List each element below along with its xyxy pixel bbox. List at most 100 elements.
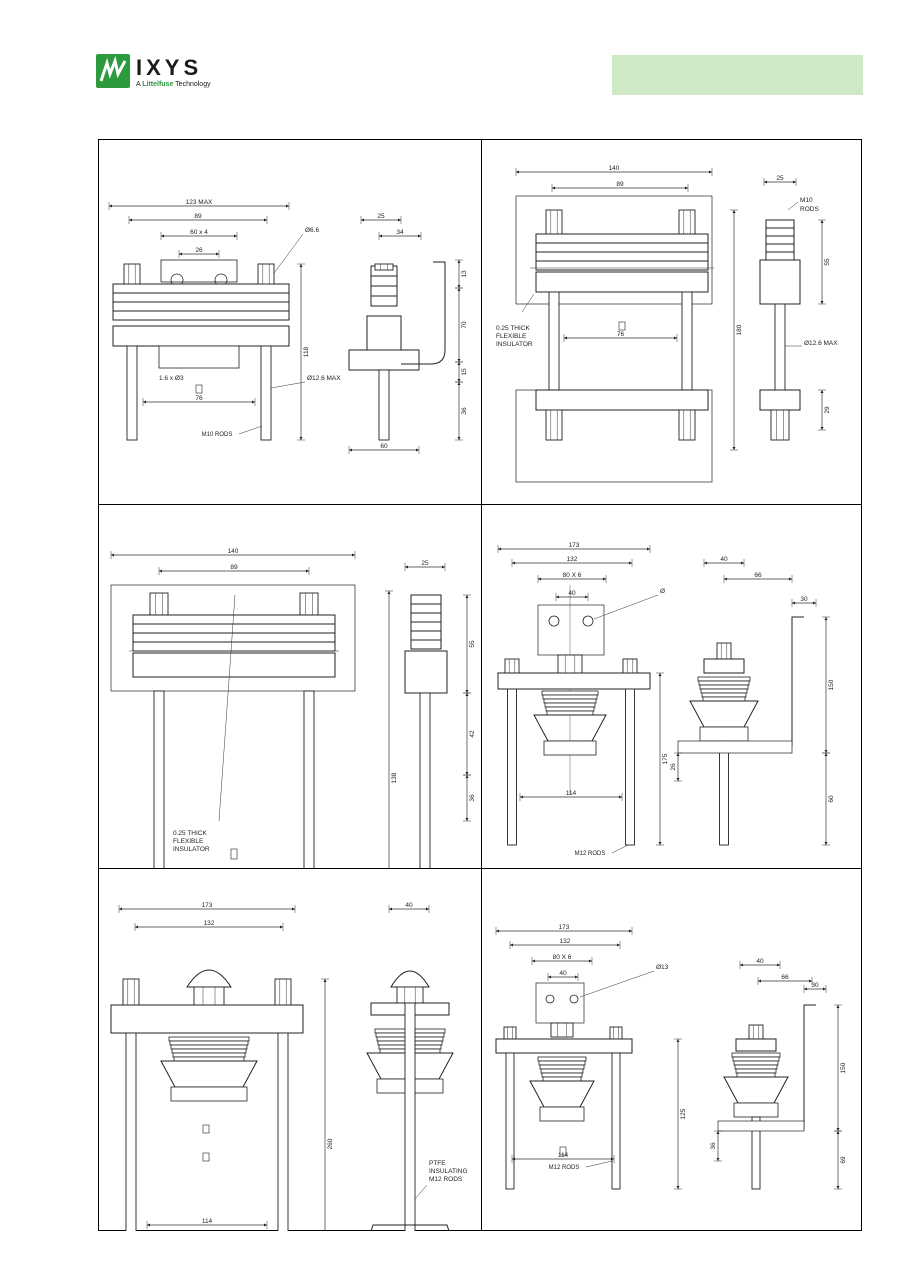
- grid-divider-row-2: [99, 868, 861, 869]
- drawing-line: [521, 293, 535, 313]
- drawing-outline: [622, 658, 638, 674]
- dimension-arrowhead: [836, 1131, 840, 1134]
- dimension-label: Ø6.6: [305, 227, 319, 234]
- drawing-outline: [230, 848, 238, 860]
- drawing-outline: [736, 1072, 776, 1078]
- dimension-arrowhead: [552, 186, 555, 190]
- dimension-arrowhead: [323, 979, 327, 982]
- drawing-outline: [542, 694, 598, 700]
- drawing-outline: [765, 227, 795, 237]
- drawing-outline: [112, 325, 290, 347]
- dimension-arrowhead: [764, 180, 767, 184]
- dimension-arrowhead: [724, 577, 727, 581]
- dimension-arrowhead: [629, 561, 632, 565]
- drawing-circle: [569, 994, 579, 1004]
- drawing-line: [585, 1160, 613, 1168]
- drawing-outline: [112, 301, 290, 312]
- drawing-outline: [401, 261, 446, 365]
- dimension-arrowhead: [629, 929, 632, 933]
- dimension-label: M12 RODS: [575, 851, 606, 857]
- dimension-arrowhead: [548, 975, 551, 979]
- dimension-label: 76: [195, 395, 203, 402]
- dimension-label: 26: [670, 763, 677, 771]
- dimension-arrowhead: [457, 359, 461, 362]
- drawing-outline: [748, 1024, 764, 1040]
- drawing-outline: [410, 621, 442, 632]
- drawing-outline: [548, 291, 560, 391]
- dimension-label: 60 x 4: [190, 229, 208, 236]
- dimension-label: 76: [617, 331, 625, 338]
- drawing-outline: [782, 616, 804, 746]
- drawing-outline: [495, 1038, 633, 1054]
- drawing-outline: [765, 219, 795, 229]
- drawing-line: [579, 970, 655, 998]
- tagline-prefix: A: [136, 81, 143, 88]
- drawing-outline: [545, 409, 563, 441]
- drawing-outline: [539, 1106, 585, 1122]
- dimension-label: Ø12.6 MAX: [804, 340, 838, 347]
- dimension-arrowhead: [716, 1131, 720, 1134]
- dimension-arrowhead: [299, 437, 303, 440]
- dimension-label: 34: [396, 229, 404, 236]
- dimension-label: 173: [569, 542, 580, 549]
- dimension-label: 89: [616, 181, 624, 188]
- dimension-arrowhead: [161, 234, 164, 238]
- drawing-note: 0.25 THICK: [496, 325, 531, 332]
- dimension-arrowhead: [457, 288, 461, 291]
- dimension-arrowhead: [516, 170, 519, 174]
- dimension-label: 42: [469, 730, 476, 738]
- dimension-arrowhead: [732, 210, 736, 213]
- drawing-outline: [303, 690, 315, 868]
- dimension-arrowhead: [292, 907, 295, 911]
- drawing-outline: [546, 710, 594, 716]
- drawing-note: M12 RODS: [429, 1176, 463, 1183]
- drawing-outline: [170, 1044, 248, 1050]
- drawing-outline: [611, 1052, 621, 1190]
- drawing-outline: [274, 978, 292, 1006]
- dimension-arrowhead: [589, 959, 592, 963]
- drawing-outline: [366, 315, 402, 351]
- drawing-outline: [759, 389, 801, 411]
- drawing-outline: [410, 603, 442, 614]
- dimension-label: Ø13: [656, 964, 669, 971]
- drawing-line: [414, 1184, 428, 1200]
- dimension-label: 140: [609, 165, 620, 172]
- dimension-label: 118: [303, 346, 310, 357]
- drawing-outline: [404, 1002, 416, 1231]
- drawing-outline: [735, 1038, 777, 1052]
- dimension-label: 70: [461, 321, 468, 329]
- drawing-outline: [160, 259, 238, 283]
- dimension-label: 29: [824, 406, 831, 414]
- dimension-arrowhead: [457, 285, 461, 288]
- drawing-outline: [173, 1056, 245, 1062]
- dimension-arrowhead: [349, 448, 352, 452]
- dimension-arrowhead: [457, 437, 461, 440]
- dimension-arrowhead: [405, 565, 408, 569]
- dimension-label: 36: [469, 794, 476, 802]
- drawing-line: [270, 381, 306, 389]
- drawing-outline: [112, 292, 290, 303]
- dimension-label: 13: [461, 270, 468, 278]
- drawing-line: [238, 425, 263, 435]
- dimension-arrowhead: [820, 220, 824, 223]
- drawing-outline: [172, 1052, 246, 1058]
- dimension-arrowhead: [143, 400, 146, 404]
- drawing-outline: [404, 650, 448, 694]
- drawing-outline: [703, 658, 745, 674]
- drawing-outline: [370, 275, 398, 287]
- drawing-circle: [545, 994, 555, 1004]
- drawing-outline: [410, 612, 442, 623]
- dimension-arrowhead: [264, 1223, 267, 1227]
- dimension-label: 80 X 6: [563, 572, 582, 579]
- drawing-outline: [193, 986, 225, 1006]
- drawing-line: [611, 844, 629, 854]
